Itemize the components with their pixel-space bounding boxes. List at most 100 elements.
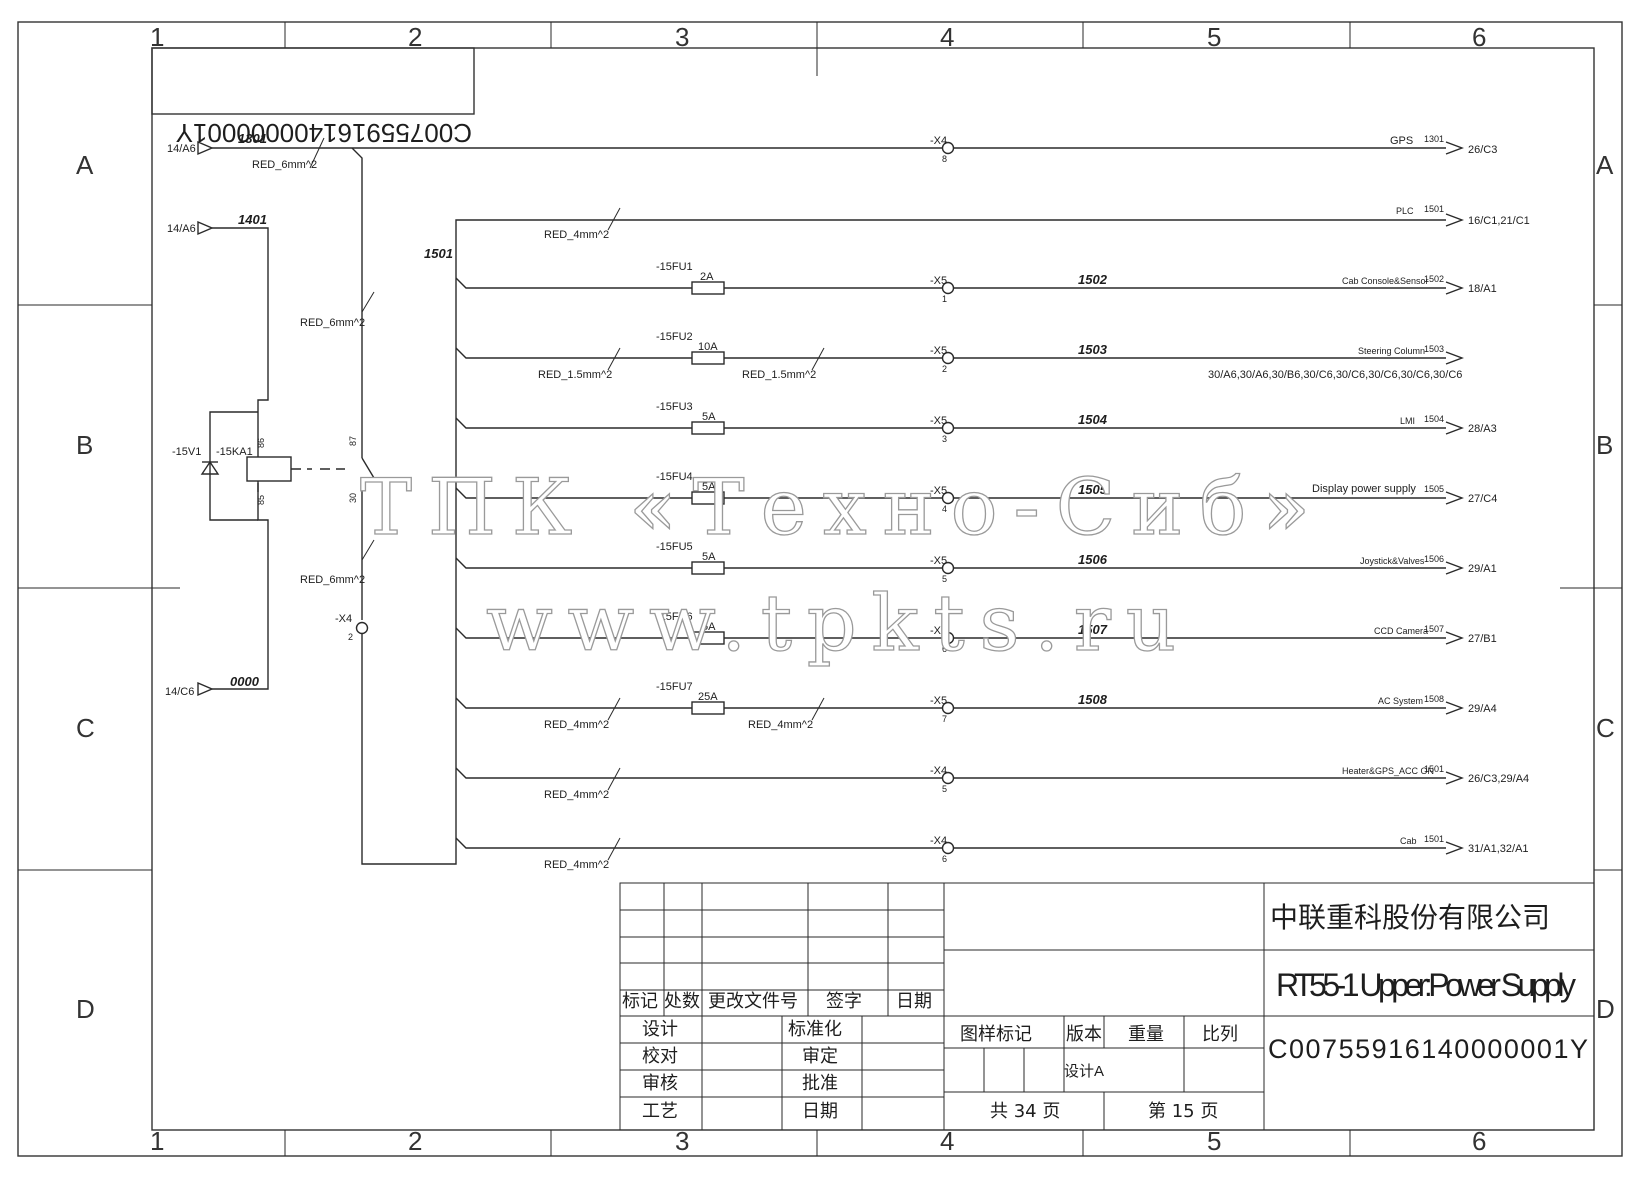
terminal-label: -X5 xyxy=(930,555,947,567)
wire-size: RED_1.5mm^2 xyxy=(538,369,612,381)
terminal-icon xyxy=(941,561,955,575)
output-arrow-icon xyxy=(1445,491,1464,505)
role-label: 设计 xyxy=(642,1019,678,1040)
terminal-icon xyxy=(941,281,955,295)
bus-wire-number: 1501 xyxy=(424,246,453,261)
output-arrow-icon xyxy=(1445,141,1464,155)
terminal-pin: 2 xyxy=(348,632,353,642)
contact-riser: RED_6mm^2 RED_6mm^2 -X4 2 1501 xyxy=(300,147,1446,865)
grid-dividers xyxy=(18,22,1622,1156)
circuit-row-1506: -15FU5 5A -X5 5 1506 Joystick&Valves 150… xyxy=(455,541,1497,584)
terminal-label: -X5 xyxy=(930,625,947,637)
dest-ref: 26/C3,29/A4 xyxy=(1468,773,1529,785)
dest-wire: 1504 xyxy=(1424,414,1444,424)
terminal-label: -X4 xyxy=(930,835,947,847)
fuse-label: -15FU5 xyxy=(656,541,693,553)
dest-label: Steering Column xyxy=(1358,346,1425,356)
terminal-icon xyxy=(941,771,955,785)
fuse-rating: 5A xyxy=(702,481,716,493)
relay-label: -15KA1 xyxy=(216,446,253,458)
wire-size: RED_4mm^2 xyxy=(544,859,609,871)
circuit-row-1503: RED_1.5mm^2 -15FU2 10A RED_1.5mm^2 -X5 2… xyxy=(455,331,1464,381)
input-arrow-icon xyxy=(197,220,214,236)
terminal-icon xyxy=(941,841,955,855)
dest-ref: 31/A1,32/A1 xyxy=(1468,843,1529,855)
relay-pin: 85 xyxy=(256,495,266,505)
dest-ref: 18/A1 xyxy=(1468,283,1497,295)
dest-wire: 1507 xyxy=(1424,624,1444,634)
wire-size: RED_1.5mm^2 xyxy=(742,369,816,381)
row-label-right: B xyxy=(1596,430,1613,460)
output-arrow-icon xyxy=(1445,841,1464,855)
output-arrow-icon xyxy=(1445,213,1464,227)
terminal-label: -X5 xyxy=(930,695,947,707)
circuit-row-heater: RED_4mm^2 -X4 5 Heater&GPS_ACC ON 1501 2… xyxy=(455,764,1529,801)
circuit-row-1508: RED_4mm^2 -15FU7 25A RED_4mm^2 -X5 7 150… xyxy=(455,681,1497,731)
rev-header: 日期 xyxy=(896,991,932,1012)
wire-size: RED_4mm^2 xyxy=(544,229,609,241)
col-label-top: 3 xyxy=(675,22,689,52)
fuse-rating: 5A xyxy=(702,621,716,633)
terminal-icon xyxy=(941,631,955,645)
meta-header: 图样标记 xyxy=(960,1024,1032,1045)
input-0000: 14/C6 0000 xyxy=(165,483,269,698)
circuit-row-cab: RED_4mm^2 -X4 6 Cab 1501 31/A1,32/A1 xyxy=(455,834,1529,871)
wire-number: 1508 xyxy=(1078,692,1108,707)
col-label-top: 5 xyxy=(1207,22,1221,52)
col-label-bottom: 1 xyxy=(150,1126,164,1156)
row-label-right: D xyxy=(1596,994,1615,1024)
wire-size: RED_4mm^2 xyxy=(544,719,609,731)
terminal-pin: 3 xyxy=(942,434,947,444)
wire-number: 1504 xyxy=(1078,412,1108,427)
input-ref: 14/C6 xyxy=(165,686,194,698)
terminal-label: -X4 xyxy=(930,135,947,147)
relay-coil-icon xyxy=(246,456,292,482)
role-label: 工艺 xyxy=(642,1101,678,1122)
wire-number: 1502 xyxy=(1078,272,1108,287)
output-arrow-icon xyxy=(1445,281,1464,295)
dest-wire: 1505 xyxy=(1424,484,1444,494)
dest-label: PLC xyxy=(1396,206,1414,216)
terminal-pin: 7 xyxy=(942,714,947,724)
relay-pin: 86 xyxy=(256,438,266,448)
circuit-row-plc: RED_4mm^2 PLC 1501 16/C1,21/C1 xyxy=(544,204,1530,241)
role-label: 审定 xyxy=(802,1046,838,1067)
terminal-label: -X5 xyxy=(930,485,947,497)
wire-size: RED_6mm^2 xyxy=(252,159,317,171)
input-ref: 14/A6 xyxy=(167,143,196,155)
meta-header: 版本 xyxy=(1066,1024,1102,1045)
dest-ref: 27/B1 xyxy=(1468,633,1497,645)
wire-number: 0000 xyxy=(230,674,260,689)
watermark-line2: www.tpkts.ru xyxy=(486,579,1176,669)
dest-label: Cab Console&Sensor xyxy=(1342,276,1429,286)
input-ref: 14/A6 xyxy=(167,223,196,235)
col-label-bottom: 4 xyxy=(940,1126,954,1156)
watermark-line1: ТПК «Техно-Сиб» xyxy=(360,463,1310,553)
fuse-icon xyxy=(691,421,725,435)
row-label-right: A xyxy=(1596,150,1614,180)
output-arrow-icon xyxy=(1445,771,1464,785)
terminal-label: -X4 xyxy=(930,765,947,777)
terminal-pin: 6 xyxy=(942,854,947,864)
meta-header: 重量 xyxy=(1128,1024,1164,1045)
output-arrow-icon xyxy=(1445,701,1464,715)
fuse-icon xyxy=(691,701,725,715)
dest-wire: 1501 xyxy=(1424,764,1444,774)
col-label-bottom: 5 xyxy=(1207,1126,1221,1156)
wire-number: 1503 xyxy=(1078,342,1108,357)
fuse-rating: 2A xyxy=(700,271,714,283)
drawing-title: RT55-1 Upper:Power Supply xyxy=(1276,967,1576,1003)
dest-ref: 26/C3 xyxy=(1468,144,1497,156)
dest-ref: 29/A4 xyxy=(1468,703,1497,715)
dest-label: LMI xyxy=(1400,416,1415,426)
dest-ref: 27/C4 xyxy=(1468,493,1497,505)
title-block xyxy=(619,882,1595,1131)
wire-number: 1301 xyxy=(238,131,267,146)
row-label-left: D xyxy=(76,994,95,1024)
fuse-rating: 5A xyxy=(702,551,716,563)
dest-ref: 16/C1,21/C1 xyxy=(1468,215,1530,227)
terminal-pin: 6 xyxy=(942,644,947,654)
input-1301: 14/A6 1301 RED_6mm^2 xyxy=(167,131,942,171)
dest-label: CCD Camera xyxy=(1374,626,1428,636)
meta-header: 比列 xyxy=(1202,1024,1238,1045)
